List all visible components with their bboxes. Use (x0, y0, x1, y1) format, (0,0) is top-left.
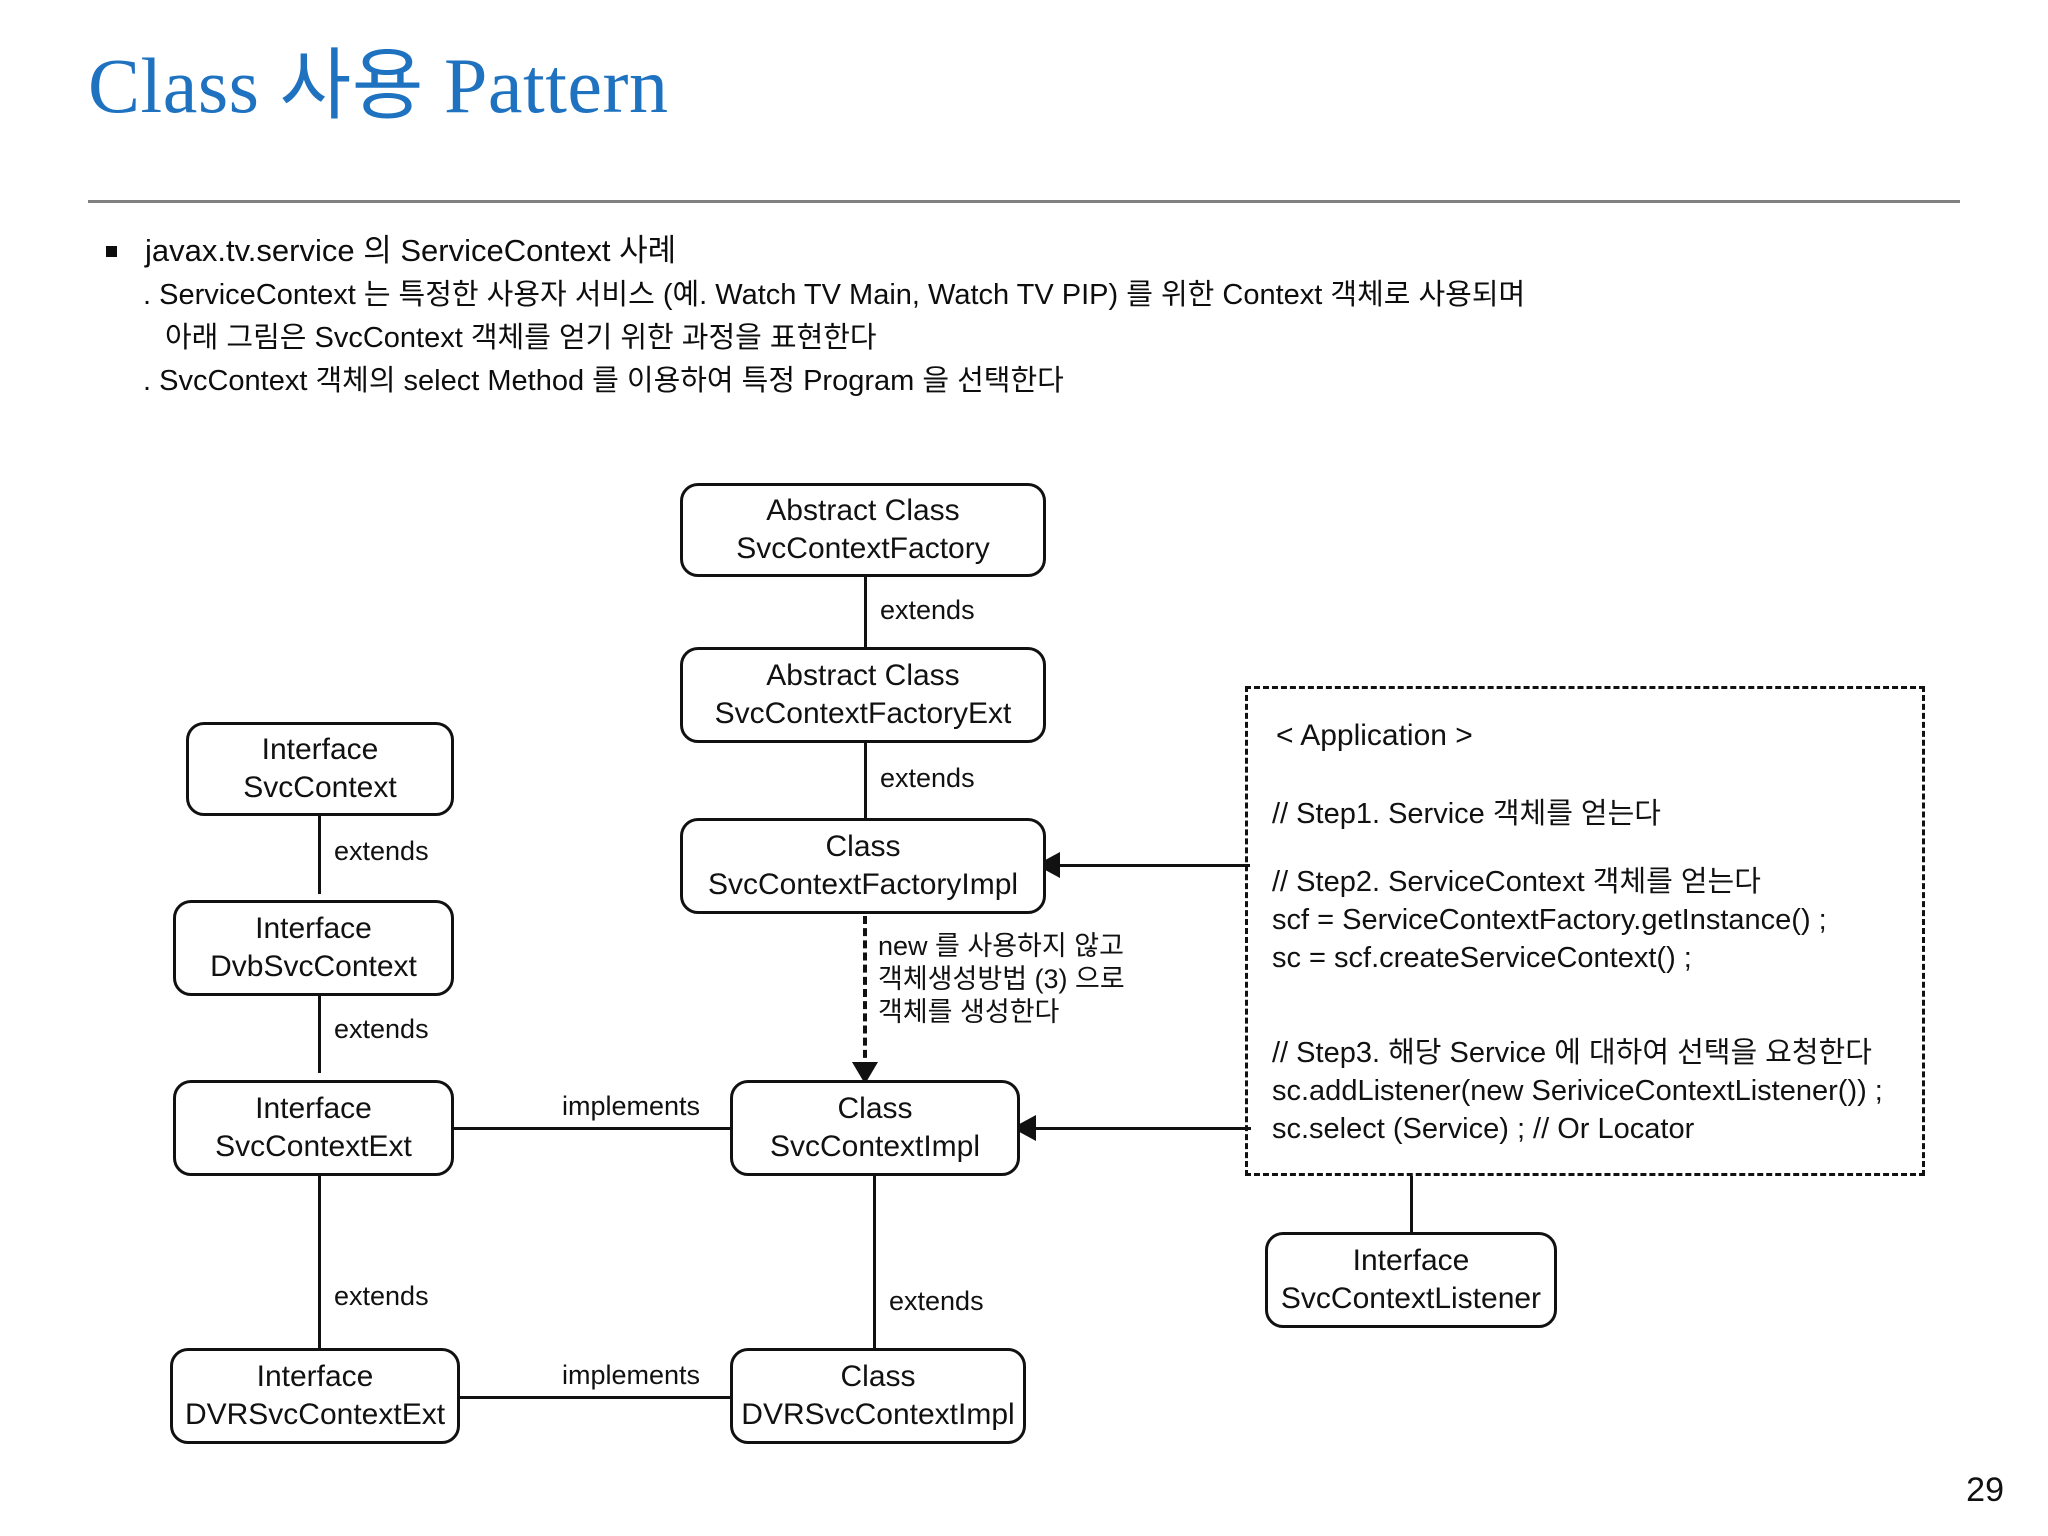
edge-factoryext-to-factoryimpl (864, 742, 867, 820)
node-svc-context-ext[interactable]: Interface SvcContextExt (173, 1080, 454, 1176)
node-line1: Class (840, 1360, 916, 1393)
node-line1: Abstract Class (766, 494, 960, 527)
node-line1: Interface (261, 733, 379, 766)
edge-creates-dashed (863, 916, 867, 1070)
node-line1: Interface (255, 1092, 372, 1125)
node-line2: SvcContextFactoryImpl (707, 868, 1019, 901)
edge-implements-1 (454, 1127, 730, 1130)
edge-label-extends-1: extends (880, 595, 975, 625)
edge-label-implements-2: implements (562, 1360, 701, 1390)
node-dvb-svc-context[interactable]: Interface DvbSvcContext (173, 900, 454, 996)
node-svc-context-factory-ext[interactable]: Abstract Class SvcContextFactoryExt (680, 647, 1046, 743)
edge-svccontextext-to-dvrext (318, 1175, 321, 1350)
node-svc-context-factory-impl[interactable]: Class SvcContextFactoryImpl (680, 818, 1046, 914)
node-svc-context[interactable]: Interface SvcContext (186, 722, 454, 816)
edge-app-to-svccontextimpl (1036, 1127, 1251, 1130)
node-svc-context-factory[interactable]: Abstract Class SvcContextFactory (680, 483, 1046, 577)
page-title: Class 사용 Pattern (88, 42, 669, 129)
bullet-lead-label: javax.tv.service 의 ServiceContext 사례 (145, 233, 677, 268)
node-line2: SvcContextFactory (736, 532, 990, 565)
node-line2: SvcContext (243, 771, 397, 804)
node-svc-context-listener[interactable]: Interface SvcContextListener (1265, 1232, 1557, 1328)
application-code-line-3: scf = ServiceContextFactory.getInstance(… (1272, 904, 1827, 936)
application-code-line-5: // Step3. 해당 Service 에 대하여 선택을 요청한다 (1272, 1037, 1872, 1069)
bullet-square-icon (106, 246, 117, 257)
node-line1: Class (825, 830, 901, 863)
application-code-line-4: sc = scf.createServiceContext() ; (1272, 942, 1692, 974)
application-code-line-6: sc.addListener(new SeriviceContextListen… (1272, 1075, 1883, 1107)
node-line2: SvcContextListener (1280, 1282, 1542, 1315)
edge-label-extends-6: extends (889, 1286, 984, 1316)
application-panel: < Application > // Step1. Service 객체를 얻는… (1245, 686, 1925, 1176)
node-line1: Interface (256, 1360, 374, 1393)
node-dvr-svc-context-impl[interactable]: Class DVRSvcContextImpl (730, 1348, 1026, 1444)
edge-app-to-factoryimpl (1060, 864, 1250, 867)
bullet-sub-1: . ServiceContext 는 특정한 사용자 서비스 (예. Watch… (143, 279, 1526, 311)
node-line2: DvbSvcContext (210, 950, 417, 983)
node-dvr-svc-context-ext[interactable]: Interface DVRSvcContextExt (170, 1348, 460, 1444)
edge-dvb-to-svccontextext (318, 995, 321, 1073)
edge-implements-2 (460, 1396, 730, 1399)
edge-svccontext-to-dvb (318, 816, 321, 894)
edge-app-to-listener (1410, 1176, 1413, 1234)
bullet-sub-3: . SvcContext 객체의 select Method 를 이용하여 특정… (143, 365, 1064, 397)
application-title: < Application > (1276, 719, 1473, 752)
arrow-down-icon (852, 1062, 878, 1084)
node-line2: SvcContextImpl (769, 1130, 981, 1163)
node-line1: Interface (1352, 1244, 1470, 1277)
node-line2: DVRSvcContextImpl (741, 1398, 1015, 1431)
edge-label-extends-4: extends (334, 1014, 429, 1044)
creation-note: new 를 사용하지 않고 객체생성방법 (3) 으로 객체를 생성한다 (878, 930, 1125, 1029)
creation-note-line2: 객체생성방법 (3) 으로 (878, 964, 1125, 994)
bullet-sub-2: 아래 그림은 SvcContext 객체를 얻기 위한 과정을 표현한다 (165, 322, 877, 354)
node-line1: Abstract Class (766, 659, 960, 692)
bullet-block: javax.tv.service 의 ServiceContext 사례 . S… (100, 228, 1800, 403)
edge-label-extends-3: extends (334, 836, 429, 866)
edge-factory-to-factoryext (864, 575, 867, 653)
node-line2: DVRSvcContextExt (184, 1398, 446, 1431)
node-svc-context-impl[interactable]: Class SvcContextImpl (730, 1080, 1020, 1176)
node-line2: SvcContextFactoryExt (714, 697, 1012, 730)
node-line1: Class (837, 1092, 913, 1125)
creation-note-line3: 객체를 생성한다 (878, 997, 1060, 1027)
edge-label-extends-5: extends (334, 1281, 429, 1311)
creation-note-line1: new 를 사용하지 않고 (878, 931, 1124, 961)
edge-label-extends-2: extends (880, 763, 975, 793)
application-code-line-1: // Step1. Service 객체를 얻는다 (1272, 798, 1661, 830)
edge-svccontextimpl-to-dvrimpl (873, 1175, 876, 1350)
node-line1: Interface (255, 912, 372, 945)
page-number: 29 (1966, 1471, 2004, 1509)
node-line2: SvcContextExt (215, 1130, 412, 1163)
application-code-line-7: sc.select (Service) ; // Or Locator (1272, 1113, 1695, 1145)
edge-label-implements-1: implements (562, 1091, 701, 1121)
application-code-line-2: // Step2. ServiceContext 객체를 얻는다 (1272, 866, 1761, 898)
bullet-lead: javax.tv.service 의 ServiceContext 사례 (100, 228, 1800, 274)
title-divider (88, 200, 1960, 203)
